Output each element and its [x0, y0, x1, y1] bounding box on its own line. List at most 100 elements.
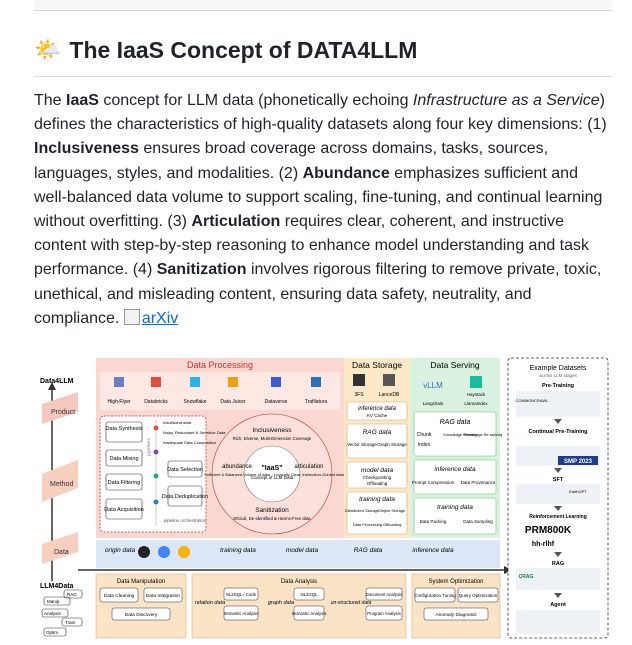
processing-products: High-Flyer Databricks Snowflake Data Jui…	[107, 377, 327, 405]
svg-text:pipelines: pipelines	[146, 437, 151, 456]
svg-text:Data Selection: Data Selection	[167, 467, 203, 473]
svg-text:un-structured data: un-structured data	[331, 600, 372, 606]
svg-text:CRAG: CRAG	[519, 574, 534, 580]
svg-text:relation data: relation data	[195, 600, 225, 606]
svg-text:Data Serving: Data Serving	[430, 360, 479, 370]
svg-text:Sufficient & Balanced Volume o: Sufficient & Balanced Volume of data	[204, 472, 271, 477]
svg-text:across LLM stages: across LLM stages	[539, 373, 578, 378]
storage-panel: Data Storage 3FS LanceDB inference data …	[344, 358, 410, 538]
svg-text:Semantic Analysis: Semantic Analysis	[292, 611, 327, 616]
svg-text:Semantic Analysis: Semantic Analysis	[224, 611, 259, 616]
svg-text:articulation: articulation	[294, 464, 323, 470]
svg-text:Data Packing: Data Packing	[420, 519, 447, 524]
svg-text:Knowledge Re-ranking: Knowledge Re-ranking	[464, 433, 502, 437]
svg-text:Object Storage: Object Storage	[379, 508, 406, 513]
svg-text:model data: model data	[286, 547, 319, 554]
svg-text:LlamaIndex: LlamaIndex	[464, 401, 488, 406]
svg-text:graph data: graph data	[268, 600, 294, 606]
svg-text:RAG data: RAG data	[363, 429, 392, 436]
svg-text:Trafilatura: Trafilatura	[305, 399, 328, 405]
svg-text:Optim.: Optim.	[46, 630, 59, 635]
svg-text:PRM800K: PRM800K	[525, 525, 572, 536]
svg-text:Insufficient data: Insufficient data	[163, 420, 192, 425]
analysis-panel: Data Analysis relation data graph data u…	[191, 573, 407, 639]
axis-data4llm: Data4LLM	[40, 378, 74, 385]
svg-text:LanceDB: LanceDB	[379, 392, 400, 398]
svg-text:NL2GQL: NL2GQL	[301, 592, 319, 597]
serving-panel: Data Serving vLLM Haystack Langchain Lla…	[410, 358, 502, 538]
svg-text:Data Cleaning: Data Cleaning	[104, 593, 135, 599]
svg-text:SMP 2023: SMP 2023	[564, 459, 593, 465]
arxiv-badge-link[interactable]: arXiv	[123, 308, 179, 327]
svg-text:Method: Method	[50, 481, 73, 488]
svg-text:hh-rlhf: hh-rlhf	[532, 541, 555, 548]
bold-abundance: Abundance	[302, 164, 390, 182]
iaas-figure: Data4LLM Product Method Data LLM4Data Ma…	[38, 356, 612, 640]
level-data: Data	[42, 532, 78, 564]
svg-text:Data Processing: Data Processing	[187, 360, 253, 370]
svg-text:abundance: abundance	[222, 464, 252, 470]
svg-text:origin data: origin data	[105, 547, 136, 554]
svg-text:System Optimization: System Optimization	[428, 579, 483, 585]
svg-text:Vector Storage: Vector Storage	[347, 442, 377, 447]
svg-text:Snowflake: Snowflake	[183, 399, 206, 405]
datasets-panel: Example Datasets across LLM stages Pre-T…	[507, 357, 609, 639]
text-run: ) defines the characteristics of high-qu…	[34, 92, 607, 134]
svg-text:Data Discovery: Data Discovery	[125, 612, 158, 618]
svg-text:inference data: inference data	[434, 466, 476, 473]
svg-text:pipeline orchestration: pipeline orchestration	[164, 518, 207, 523]
svg-text:training data: training data	[359, 496, 395, 503]
bold-sanitization: Sanitization	[156, 261, 247, 279]
svg-text:Data Juicer: Data Juicer	[220, 399, 246, 405]
text-run: ensures broad coverage across domains, t…	[34, 140, 549, 182]
svg-text:Data Synthesis: Data Synthesis	[106, 426, 143, 432]
italic-infra: Infrastructure as a Service	[412, 92, 600, 109]
optimization-panel: System Optimization Configuration Tuning…	[411, 573, 501, 639]
svg-text:Prompt Compression: Prompt Compression	[412, 480, 455, 485]
svg-text:Chunk: Chunk	[417, 432, 432, 438]
svg-text:Offloading: Offloading	[367, 481, 388, 486]
iaas-description: The IaaS concept for LLM data (phonetica…	[34, 89, 612, 331]
bold-iaas: IaaS	[66, 92, 99, 109]
arxiv-badge-text: arXiv	[141, 309, 179, 327]
axis-llm4data: LLM4Data	[40, 583, 74, 590]
svg-text:Agent: Agent	[550, 602, 566, 608]
svg-text:Data Manipulation: Data Manipulation	[117, 579, 165, 585]
svg-text:Noisy, Redundant & Sensitive D: Noisy, Redundant & Sensitive Data	[163, 430, 226, 435]
svg-text:Configuration Tuning: Configuration Tuning	[414, 593, 456, 598]
svg-text:Distributed Storage: Distributed Storage	[345, 508, 380, 513]
svg-text:training data: training data	[220, 547, 256, 554]
svg-text:model data: model data	[361, 467, 394, 474]
svg-text:training data: training data	[437, 504, 473, 511]
data-row: origin data training data model data RAG…	[96, 540, 500, 568]
bold-articulation: Articulation	[191, 213, 281, 231]
svg-text:Data Processing Offloading: Data Processing Offloading	[353, 522, 402, 527]
svg-text:Logically Clear, Instruction-G: Logically Clear, Instruction-Guided data	[274, 472, 345, 477]
svg-text:Data: Data	[54, 549, 69, 556]
svg-text:RAG data: RAG data	[354, 547, 383, 554]
svg-text:Rich, Diverse, Multi-Dimension: Rich, Diverse, Multi-Dimension Coverage	[233, 436, 312, 441]
text-run: requires clear, coherent, and instructiv…	[34, 213, 590, 279]
svg-text:COMMONCRAWL: COMMONCRAWL	[516, 398, 550, 403]
svg-text:High-Flyer: High-Flyer	[107, 399, 130, 405]
section-heading: 🌤️ The IaaS Concept of DATA4LLM	[34, 36, 417, 64]
svg-text:Anomaly Diagnosis: Anomaly Diagnosis	[435, 612, 477, 618]
level-method: Method	[42, 460, 78, 502]
manipulation-panel: Data Manipulation Data Cleaning Data Int…	[95, 573, 187, 639]
heading-divider	[34, 76, 612, 77]
svg-text:NL2SQL / Code: NL2SQL / Code	[226, 592, 257, 597]
section-title: The IaaS Concept of DATA4LLM	[69, 37, 418, 63]
svg-text:Continual Pre-Training: Continual Pre-Training	[529, 429, 588, 435]
svg-text:Langchain: Langchain	[423, 401, 444, 406]
svg-text:Databricks: Databricks	[144, 399, 168, 405]
bold-inclusiveness: Inclusiveness	[34, 140, 139, 158]
svg-text:Manip.: Manip.	[47, 599, 61, 604]
svg-text:Data Filtering: Data Filtering	[108, 480, 141, 486]
svg-text:inference data: inference data	[358, 406, 397, 412]
svg-text:Checkpointing: Checkpointing	[363, 475, 392, 480]
sun-behind-cloud-icon: 🌤️	[34, 37, 62, 62]
llm4data-ops: Manip. RAG Analysis Train Optim.	[41, 589, 83, 637]
svg-text:RAG: RAG	[67, 592, 77, 597]
svg-text:Pre-Training: Pre-Training	[542, 383, 574, 389]
svg-text:EarthGPT: EarthGPT	[569, 489, 587, 494]
